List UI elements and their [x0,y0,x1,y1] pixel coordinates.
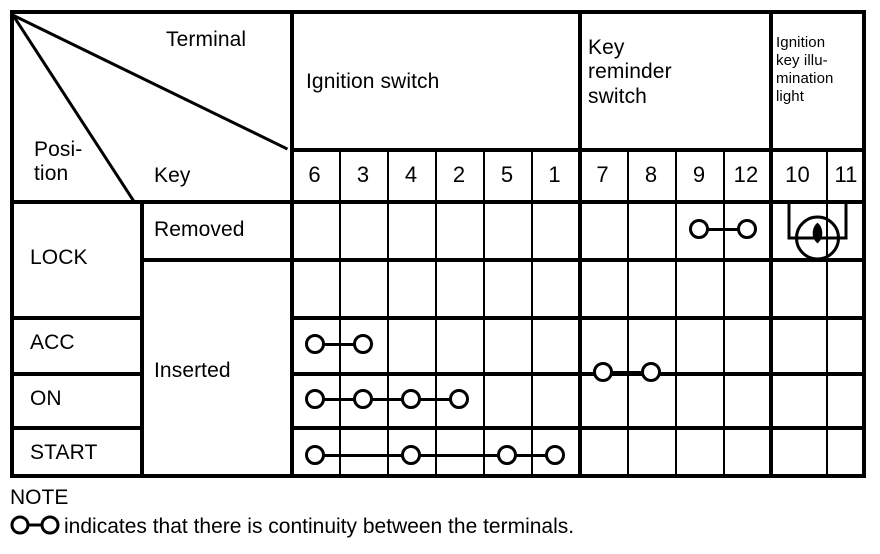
col-rule-position-key [140,200,144,478]
terminal-header-3: 3 [356,162,370,187]
terminal-header-12: 12 [733,162,759,187]
continuity-dot-12 [737,219,757,239]
continuity-dot-3 [353,389,373,409]
terminal-header-9: 9 [692,162,706,187]
row-label-start: START [30,441,98,464]
continuity-bar [699,227,747,231]
key-header-label: Key [154,164,191,187]
terminal-header-4: 4 [404,162,418,187]
continuity-bar [603,370,651,374]
terminal-header-label: Terminal [166,28,247,51]
terminal-header-5: 5 [500,162,514,187]
col-rule-9-12 [723,148,725,478]
terminal-header-10: 10 [785,162,810,187]
continuity-dot-7 [593,362,613,382]
continuity-dot-3 [353,334,373,354]
terminal-header-7: 7 [596,162,609,187]
row-rule-groups-terminals [290,148,866,152]
row-label-on: ON [30,387,62,410]
continuity-symbol-icon [10,515,60,535]
terminal-header-11: 11 [834,162,858,187]
continuity-bar [315,342,363,346]
group-rule-ignition-keyreminder [578,14,582,478]
col-rule-4-2 [435,148,437,478]
note-body: indicates that there is continuity betwe… [10,514,574,542]
continuity-table: Terminal Posi- tion Key Ignition switch … [10,10,866,478]
continuity-dot-6 [305,334,325,354]
row-label-key-removed: Removed [154,218,245,241]
terminal-header-6: 6 [308,162,321,187]
lamp-icon [787,200,848,261]
group-header-ignition-switch: Ignition switch [306,70,440,93]
continuity-dot-6 [305,445,325,465]
note-text: indicates that there is continuity betwe… [64,515,575,538]
continuity-dot-5 [497,445,517,465]
continuity-dot-9 [689,219,709,239]
continuity-dot-8 [641,362,661,382]
group-header-key-reminder-switch: Key reminder switch [588,36,672,108]
row-rule-header-body [14,200,866,204]
continuity-dot-6 [305,389,325,409]
terminal-header-2: 2 [452,162,466,187]
col-rule-3-4 [387,148,389,478]
col-rule-key-terminals [290,14,294,478]
terminal-header-8: 8 [644,162,658,187]
col-rule-6-3 [339,148,341,478]
ignition-key-illumination-lamp-symbol [769,200,866,261]
row-label-key-inserted: Inserted [154,359,231,382]
terminal-header-1: 1 [548,162,561,187]
row-rule-on-start [14,426,140,430]
col-rule-10-11 [826,148,828,478]
row-rule-on-start-data [290,426,866,430]
col-rule-7-8 [627,148,629,478]
col-rule-8-9 [675,148,677,478]
continuity-dot-4 [401,389,421,409]
row-rule-acc-on [14,372,140,376]
row-rule-removed-inserted [140,258,866,262]
row-label-lock: LOCK [30,246,88,269]
position-header-label: Posi- tion [34,138,83,186]
row-rule-lock-acc [14,316,140,320]
group-header-ignition-key-illumination-light: Ignition key illu- mination light [776,34,834,105]
continuity-bar [315,453,555,457]
row-label-acc: ACC [30,331,75,354]
continuity-dot-1 [545,445,565,465]
row-rule-lock-acc-data [290,316,866,320]
col-rule-5-1 [531,148,533,478]
group-rule-keyreminder-illumination [769,14,773,478]
continuity-symbol-legend [10,514,60,542]
continuity-dot-4 [401,445,421,465]
col-rule-2-5 [483,148,485,478]
continuity-dot-2 [449,389,469,409]
continuity-bar [315,397,459,401]
row-rule-acc-on-data [290,372,866,376]
note-heading: NOTE [10,486,69,509]
